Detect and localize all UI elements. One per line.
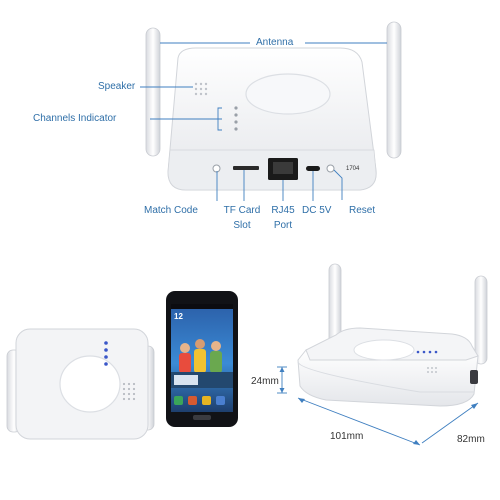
led-indicators <box>416 350 438 354</box>
logo-oval <box>353 339 415 361</box>
channels-indicator-callout: Channels Indicator <box>33 113 117 124</box>
rj45-line2: Port <box>273 220 293 231</box>
dimension-lines <box>277 366 479 446</box>
logo-oval-large <box>59 355 121 413</box>
dc-port <box>306 166 320 171</box>
rj45-line1: RJ45 <box>271 205 295 216</box>
antenna-right <box>386 21 402 159</box>
tf-card-slot-callout: TF Card Slot <box>216 205 268 232</box>
screen-people <box>179 339 222 373</box>
speaker-grille-icon <box>122 382 136 401</box>
rj45-port-callout: RJ45 Port <box>266 205 300 232</box>
match-code-button <box>212 164 221 173</box>
match-code-callout: Match Code <box>144 205 198 216</box>
speaker-grille-icon <box>427 367 437 373</box>
tf-card-slot-line1: TF Card <box>223 205 261 216</box>
main-device-front <box>145 21 402 191</box>
dc-callout: DC 5V <box>302 205 332 216</box>
antenna-back-right <box>474 275 488 365</box>
length-dimension: 101mm <box>330 431 364 442</box>
reset-marking: 1704 <box>346 166 360 172</box>
speaker-grille-icon <box>194 82 208 96</box>
callout-lines <box>140 42 387 201</box>
app-dock <box>174 396 225 405</box>
side-connector <box>470 370 478 384</box>
height-dimension: 24mm <box>251 376 279 387</box>
device-top-view <box>6 328 155 440</box>
speaker-callout: Speaker <box>98 81 136 92</box>
tf-card-slot-line2: Slot <box>233 220 251 231</box>
logo-oval <box>245 73 331 115</box>
home-button <box>193 415 211 420</box>
smartphone <box>166 291 238 427</box>
antenna-left <box>145 27 161 157</box>
width-dimension: 82mm <box>457 434 485 445</box>
device-angled-view <box>297 263 488 407</box>
phone-clock: 12 <box>174 312 183 321</box>
antenna-callout: Antenna <box>256 37 294 48</box>
led-indicators <box>104 341 108 366</box>
tf-card-slot <box>233 166 259 170</box>
reset-callout: Reset <box>349 205 376 216</box>
channel-leds <box>234 106 238 131</box>
reset-button <box>326 164 335 173</box>
